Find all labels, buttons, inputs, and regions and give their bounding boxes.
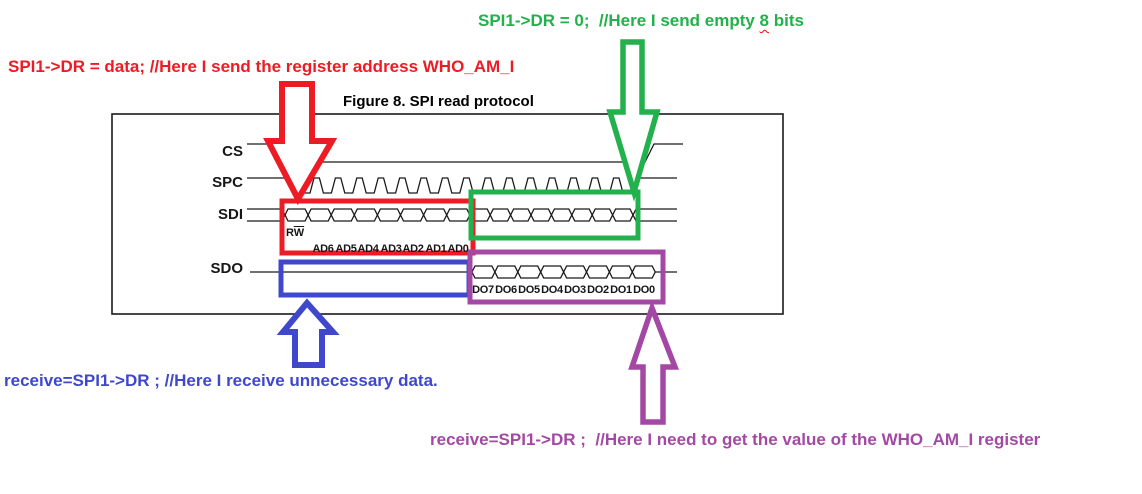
sdi-bit-label: AD4	[357, 243, 379, 255]
sdo-bit-label: DO1	[610, 284, 632, 296]
signal-label-sdi: SDI	[217, 206, 243, 223]
sdo-bit-label: DO7	[472, 284, 494, 296]
green-comment: SPI1->DR = 0; //Here I send empty 8 bits	[478, 11, 804, 31]
signal-label-cs: CS	[222, 143, 243, 160]
sdi-bit-label: AD6	[312, 243, 334, 255]
sdo-waveform-bottom	[471, 270, 656, 279]
purple-comment: receive=SPI1->DR ; //Here I need to get …	[430, 430, 1041, 449]
green-comment-misspelled-8: 8	[759, 11, 770, 30]
rw-bit-label: RW	[286, 227, 304, 239]
figure-title: Figure 8. SPI read protocol	[343, 93, 534, 110]
green-highlight-box	[468, 189, 641, 241]
sdo-bit-label: DO5	[518, 284, 540, 296]
sdo-bit-label: DO6	[495, 284, 517, 296]
rw-w-overline: W	[293, 227, 305, 239]
sdi-bit-label: AD1	[425, 243, 447, 255]
red-comment: SPI1->DR = data; //Here I send the regis…	[8, 57, 515, 76]
sdo-bit-label: DO2	[587, 284, 609, 296]
rw-r: R	[286, 227, 294, 239]
sdi-bit-label: AD2	[402, 243, 424, 255]
red-down-arrow-icon	[263, 81, 338, 206]
signal-label-sdo: SDO	[210, 260, 243, 277]
signal-label-spc: SPC	[212, 174, 243, 191]
sdi-bit-label: AD3	[380, 243, 402, 255]
blue-up-arrow-icon	[276, 298, 340, 368]
blue-highlight-box	[278, 259, 472, 298]
purple-up-arrow-icon	[628, 299, 680, 425]
sdi-waveform-bottom	[247, 213, 677, 222]
sdo-bit-label: DO0	[633, 284, 655, 296]
green-comment-before: SPI1->DR = 0; //Here I send empty	[478, 11, 760, 30]
green-down-arrow-icon	[606, 39, 661, 202]
sdi-bit-label: AD5	[335, 243, 357, 255]
sdo-bit-label: DO3	[564, 284, 586, 296]
blue-comment: receive=SPI1->DR ; //Here I receive unne…	[4, 371, 438, 390]
sdo-bit-label: DO4	[541, 284, 563, 296]
figure-border	[111, 113, 784, 315]
sdi-bit-label: AD0	[447, 243, 469, 255]
purple-highlight-box	[467, 249, 666, 305]
green-comment-after: bits	[769, 11, 804, 30]
sdo-waveform-top	[250, 265, 677, 274]
